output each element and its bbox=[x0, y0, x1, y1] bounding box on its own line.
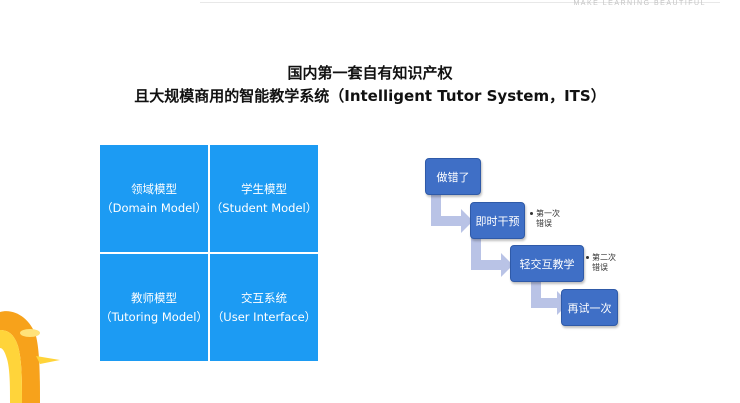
note-line: 第一次 bbox=[536, 209, 560, 218]
bullet-icon bbox=[530, 212, 533, 215]
model-name: 教师模型 bbox=[131, 290, 177, 305]
page-title-line-1: 国内第一套自有知识产权 bbox=[287, 64, 453, 82]
bent-arrow-3 bbox=[531, 276, 569, 315]
domain-model-cell: 领域模型 （Domain Model） bbox=[100, 145, 208, 252]
student-model-cell: 学生模型 （Student Model） bbox=[210, 145, 318, 252]
user-interface-cell: 交互系统 （User Interface） bbox=[210, 254, 318, 361]
note-line: 错误 bbox=[536, 219, 552, 228]
model-sub: （Domain Model） bbox=[101, 200, 207, 215]
top-divider bbox=[200, 2, 720, 3]
bullet-icon bbox=[586, 256, 589, 259]
bent-arrow-1 bbox=[431, 194, 473, 233]
step-try-again: 再试一次 bbox=[561, 289, 618, 326]
model-name: 交互系统 bbox=[241, 290, 287, 305]
step-light-interaction-teaching: 轻交互教学 bbox=[510, 245, 584, 282]
model-sub: （User Interface） bbox=[211, 309, 317, 324]
header-tagline: MAKE LEARNING BEAUTIFUL bbox=[573, 0, 706, 7]
brand-swoosh-icon bbox=[0, 311, 60, 403]
note-first-error: 第一次 错误 bbox=[530, 209, 560, 229]
model-sub: （Student Model） bbox=[210, 200, 318, 215]
step-immediate-intervention: 即时干预 bbox=[470, 202, 525, 239]
bent-arrow-2 bbox=[471, 238, 513, 277]
tutoring-model-cell: 教师模型 （Tutoring Model） bbox=[100, 254, 208, 361]
model-name: 学生模型 bbox=[241, 181, 287, 196]
page-title-line-2: 且大规模商用的智能教学系统（Intelligent Tutor System，I… bbox=[134, 87, 606, 105]
note-line: 第二次 bbox=[592, 253, 616, 262]
step-made-mistake: 做错了 bbox=[425, 158, 481, 195]
its-model-grid: 领域模型 （Domain Model） 学生模型 （Student Model）… bbox=[100, 145, 319, 362]
note-second-error: 第二次 错误 bbox=[586, 253, 616, 273]
model-name: 领域模型 bbox=[131, 181, 177, 196]
note-line: 错误 bbox=[592, 263, 608, 272]
model-sub: （Tutoring Model） bbox=[100, 309, 208, 324]
